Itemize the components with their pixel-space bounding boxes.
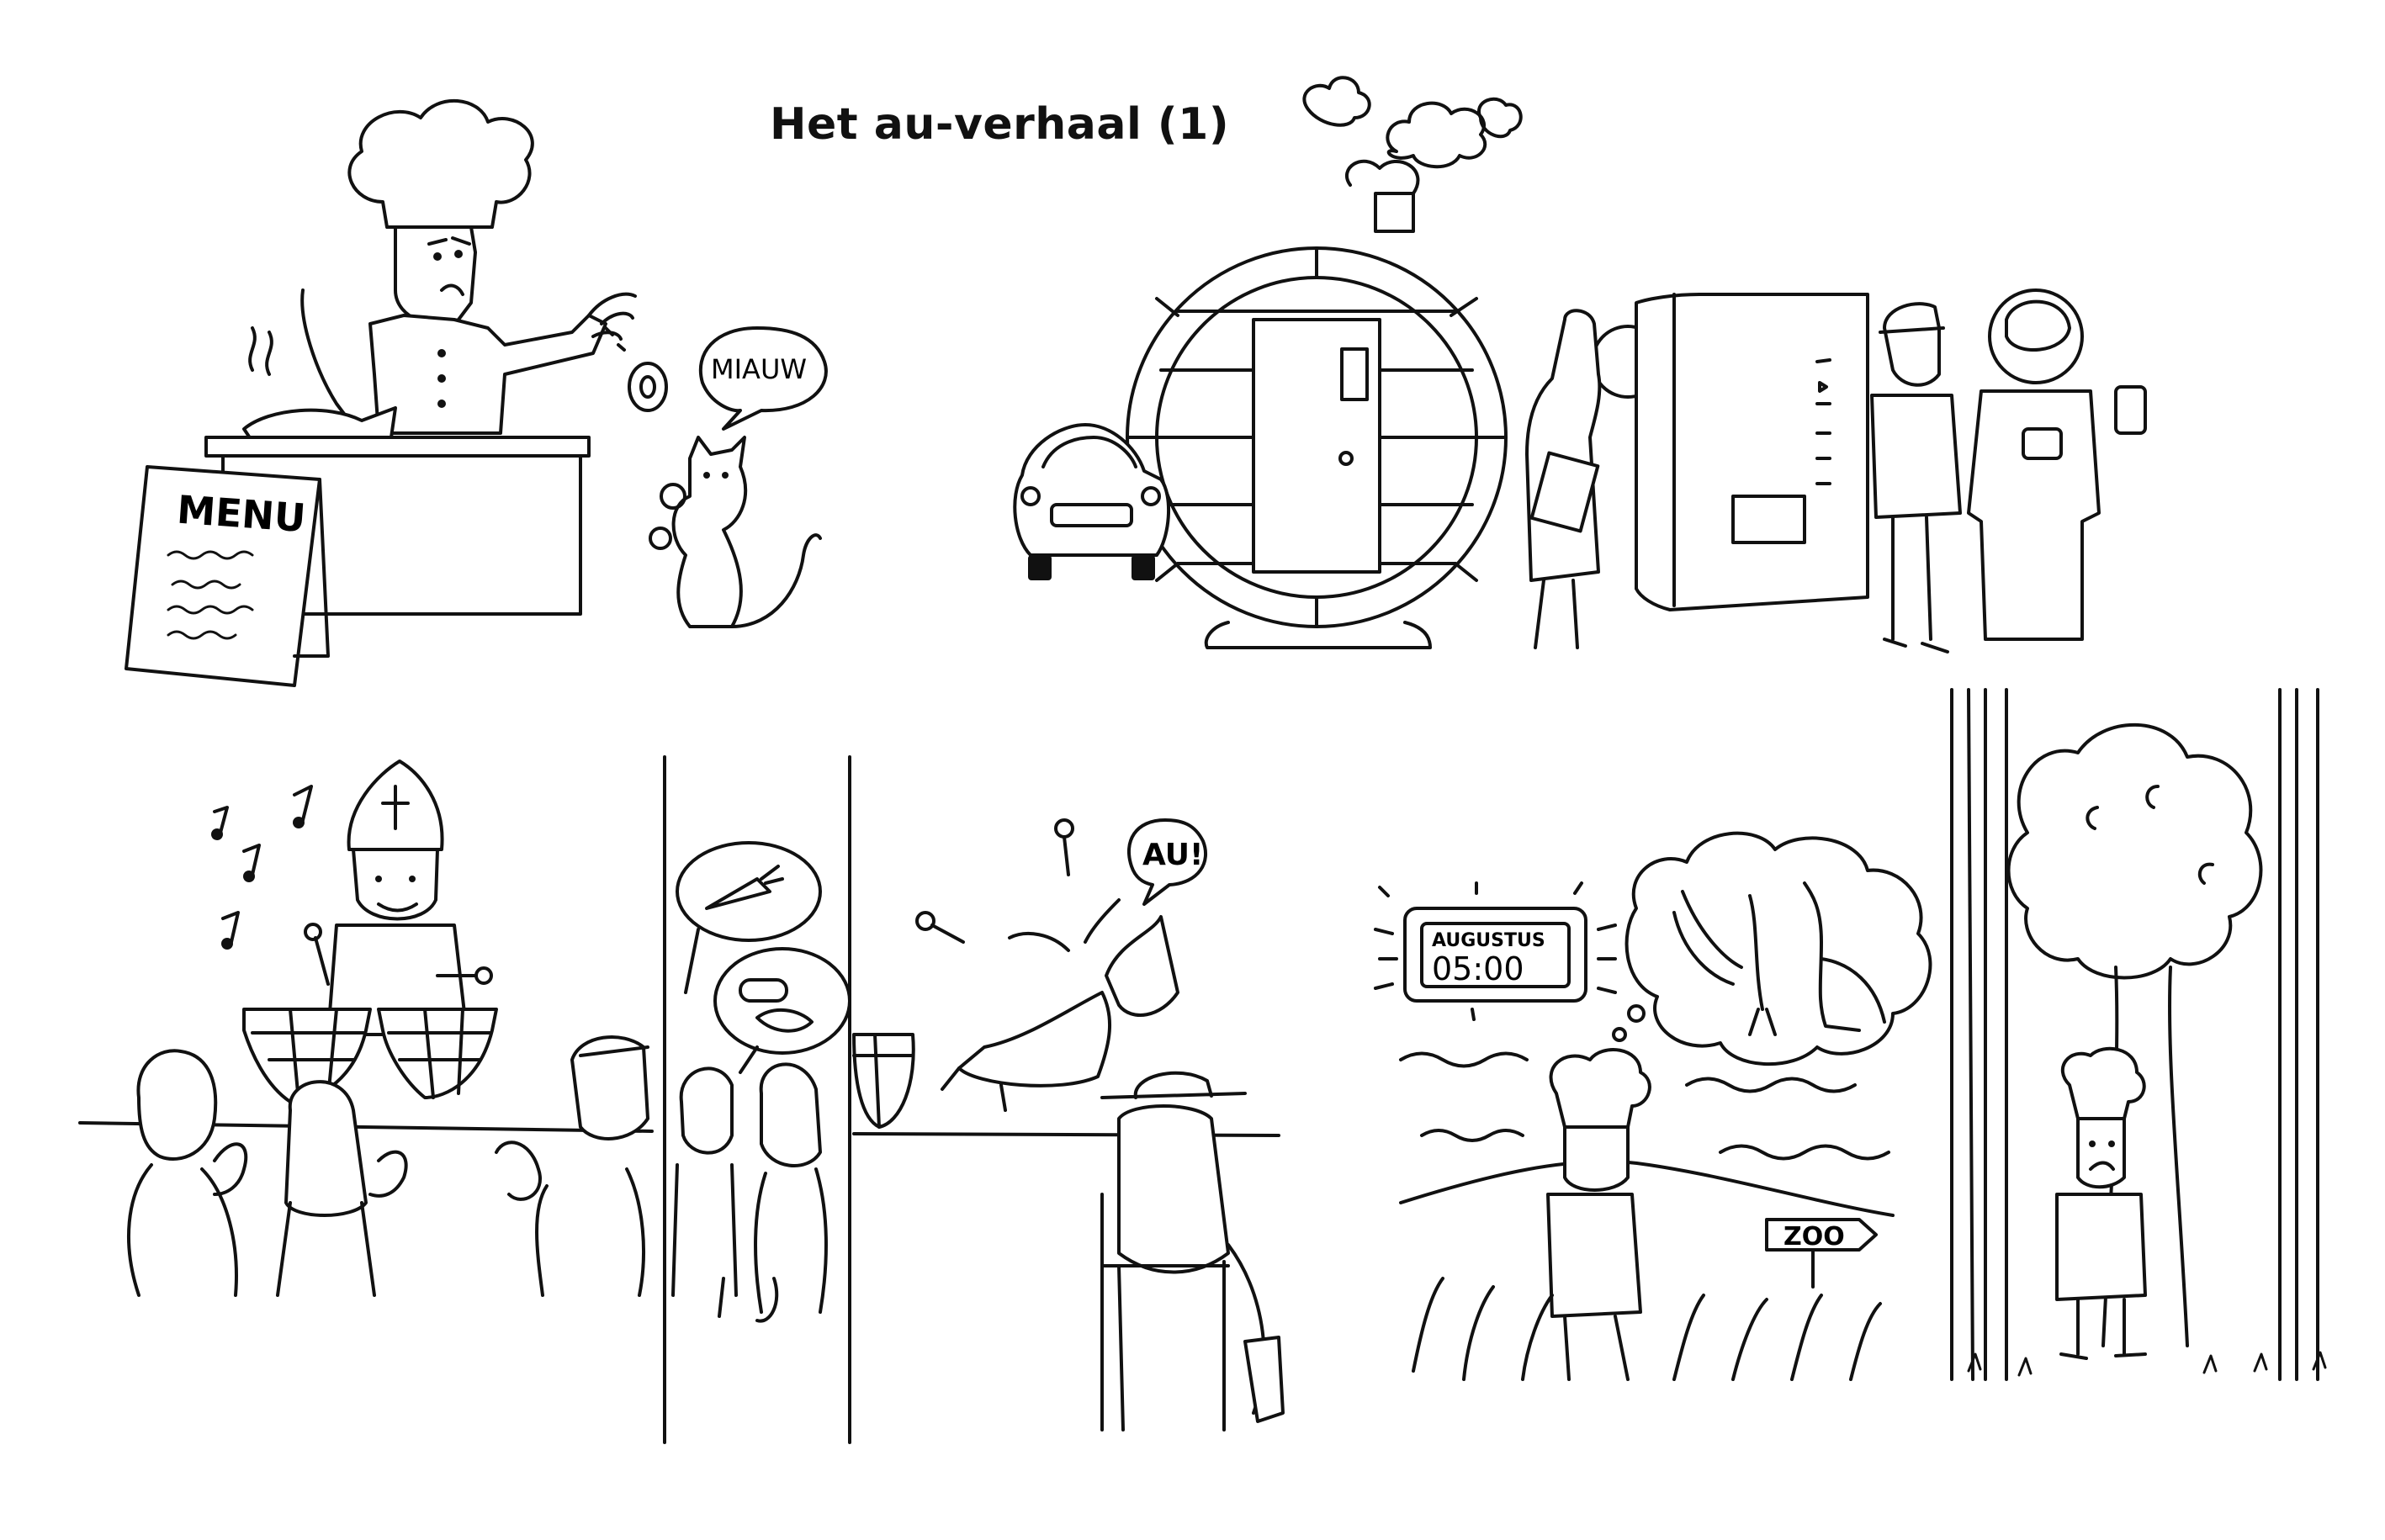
sauna-door xyxy=(1252,318,1381,574)
seated-man xyxy=(1117,1104,1230,1274)
kangaroo-icon xyxy=(1803,881,1886,1032)
panel-sauna xyxy=(1013,76,2147,654)
carrot-icon xyxy=(705,877,771,910)
kettle-drum-icon xyxy=(242,1008,498,1103)
counter-top xyxy=(204,436,591,458)
dream-cloud xyxy=(1624,831,1932,1066)
music-note-icon xyxy=(211,785,313,950)
panel-chef: MENU MIAUW xyxy=(125,98,828,687)
chef-hat-icon xyxy=(347,98,534,229)
vending-machine-icon xyxy=(1635,293,1869,611)
fish-icon xyxy=(242,406,397,443)
speech-bubble-au xyxy=(1126,818,1208,906)
falling-bishop xyxy=(1105,915,1179,1017)
cat-speech-text: MIAUW xyxy=(711,353,807,385)
audience-member xyxy=(136,1049,218,1161)
smoke-cloud-icon xyxy=(1302,76,1371,127)
chef-body xyxy=(368,314,607,435)
tree-icon xyxy=(2006,722,2263,980)
page-title: Het au-verhaal (1) xyxy=(770,99,1230,150)
donut-icon xyxy=(628,362,668,412)
cat-icon xyxy=(671,436,748,628)
drink-can-icon xyxy=(2114,385,2147,435)
panel-drummer xyxy=(78,759,654,1297)
talking-man xyxy=(679,1066,734,1155)
hat-icon xyxy=(1100,1071,1247,1099)
speech-bubble-text: AU! xyxy=(1142,838,1203,872)
walking-chef xyxy=(1549,1048,1651,1129)
knife-icon xyxy=(300,288,351,422)
panel-fall: AU! xyxy=(852,818,1285,1432)
menu-sign-label: MENU xyxy=(176,487,307,542)
cat-speech-bubble xyxy=(698,326,828,431)
peacock-icon xyxy=(1748,894,1777,1036)
alarm-clock-icon xyxy=(1403,907,1587,1003)
sad-chef xyxy=(2060,1046,2146,1120)
panel-tree xyxy=(1950,688,2327,1381)
panel-zoo: AUGUSTUS 05:00 ZOO xyxy=(1374,831,1932,1381)
chimney xyxy=(1374,192,1415,233)
astronaut-icon xyxy=(1988,288,2084,384)
talking-woman xyxy=(759,1062,822,1167)
woman-figure xyxy=(1525,309,1602,582)
zoo-sign-label: ZOO xyxy=(1783,1222,1845,1252)
man-with-cap xyxy=(1883,302,1941,387)
clock-time: 05:00 xyxy=(1432,950,1524,987)
zoo-sign xyxy=(1765,1218,1878,1252)
clock-month: AUGUSTUS xyxy=(1432,930,1545,951)
panel-couple xyxy=(671,841,851,1323)
